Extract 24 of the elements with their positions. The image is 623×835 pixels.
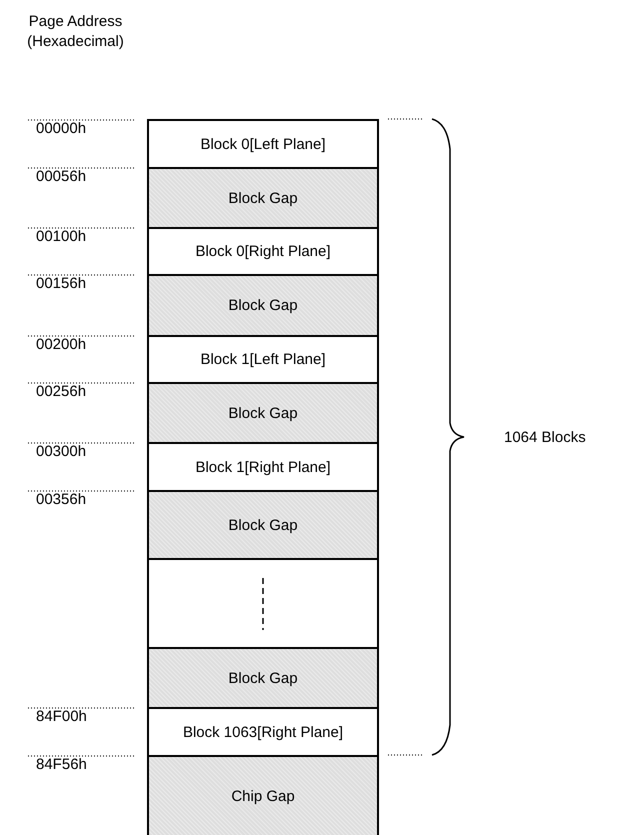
address-label: 00300h [36,443,86,460]
memory-block-region: Block 0[Right Plane] [147,227,379,276]
address-label: 00000h [36,120,86,137]
gap-region: Block Gap [147,167,379,229]
gap-region: Block Gap [147,490,379,560]
address-label: 00056h [36,168,86,185]
address-label: 84F56h [36,756,87,773]
address-label: 00200h [36,336,86,353]
address-label: 00156h [36,275,86,292]
address-label: 84F00h [36,708,87,725]
address-label: 00256h [36,383,86,400]
gap-region: Chip Gap [147,755,379,835]
column-heading: Page Address (Hexadecimal) [26,12,125,52]
gap-region: Block Gap [147,274,379,337]
memory-block-region: Block 1[Right Plane] [147,442,379,492]
memory-block-region: Block 0[Left Plane] [147,119,379,169]
address-label: 00356h [36,491,86,508]
brace-label: 1064 Blocks [504,428,586,448]
memory-block-region: Block 1[Left Plane] [147,335,379,384]
address-label: 00100h [36,228,86,245]
gap-region: Block Gap [147,647,379,709]
gap-region: Block Gap [147,382,379,444]
continuation-region [147,558,379,649]
memory-block-region: Block 1063[Right Plane] [147,707,379,757]
